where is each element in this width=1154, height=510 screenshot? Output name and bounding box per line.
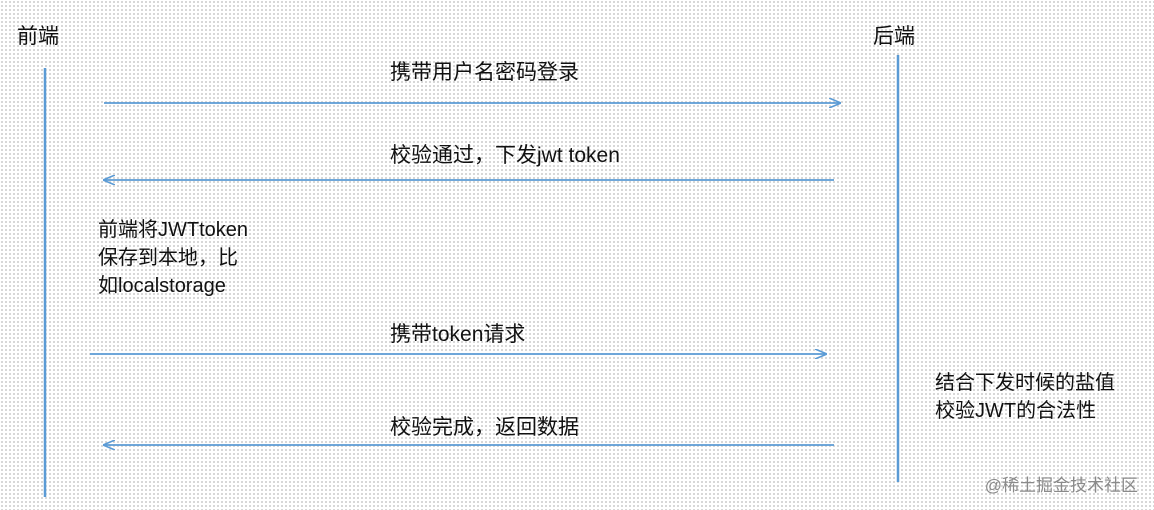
message-label-1: 携带用户名密码登录	[390, 61, 579, 84]
message-label-3: 携带token请求	[390, 323, 526, 346]
frontend-note-line-2: 保存到本地，比	[98, 247, 238, 269]
message-label-4: 校验完成，返回数据	[390, 416, 579, 439]
message-label-2: 校验通过，下发jwt token	[390, 144, 620, 167]
backend-note: 结合下发时候的盐值 校验JWT的合法性	[935, 369, 1115, 425]
watermark: @稀土掘金技术社区	[984, 476, 1138, 495]
frontend-note-line-1: 前端将JWTtoken	[98, 219, 249, 241]
frontend-note-line-3: 如localstorage	[98, 275, 226, 297]
participant-backend: 后端	[873, 25, 915, 48]
backend-note-line-2: 校验JWT的合法性	[935, 400, 1097, 422]
participant-frontend: 前端	[17, 25, 59, 48]
frontend-note: 前端将JWTtoken 保存到本地，比 如localstorage	[98, 216, 248, 300]
backend-note-line-1: 结合下发时候的盐值	[935, 372, 1115, 394]
